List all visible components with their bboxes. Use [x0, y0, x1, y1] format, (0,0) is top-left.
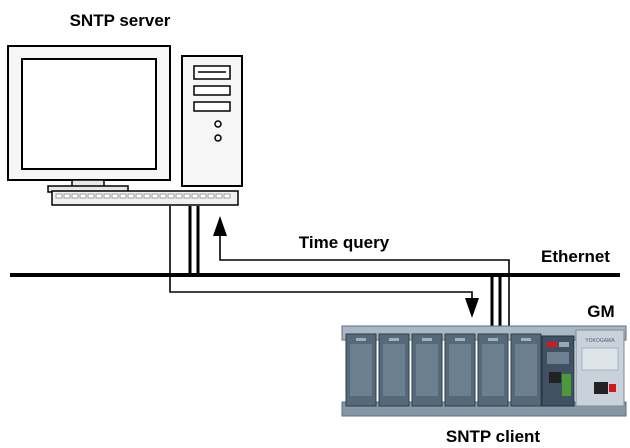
cpu-module	[541, 335, 575, 407]
keyboard-icon	[51, 190, 239, 206]
keyboard-key	[223, 193, 231, 199]
io-modules	[345, 333, 542, 407]
keyboard-key	[143, 193, 151, 199]
time-response-arrow	[169, 206, 479, 318]
keyboard-key	[167, 193, 175, 199]
keyboard-key	[159, 193, 167, 199]
io-module	[477, 333, 509, 407]
keyboard-key	[207, 193, 215, 199]
keyboard-key	[95, 193, 103, 199]
io-module	[444, 333, 476, 407]
keyboard-key	[119, 193, 127, 199]
device-label: GM	[587, 302, 614, 321]
keyboard-key	[175, 193, 183, 199]
server-uplink	[188, 206, 200, 276]
sntp-server-computer	[7, 45, 243, 206]
io-module	[510, 333, 542, 407]
keyboard-key	[127, 193, 135, 199]
keyboard-key	[71, 193, 79, 199]
keyboard-key	[151, 193, 159, 199]
power-module: YOKOGAWA	[575, 329, 625, 407]
query-label: Time query	[299, 233, 390, 252]
keyboard-key	[79, 193, 87, 199]
device-brand-text: YOKOGAWA	[585, 338, 615, 344]
keyboard-key	[191, 193, 199, 199]
server-label: SNTP server	[70, 11, 171, 30]
io-module	[411, 333, 443, 407]
network-label: Ethernet	[541, 247, 610, 266]
io-module	[345, 333, 377, 407]
keyboard-key	[215, 193, 223, 199]
time-query-arrow	[213, 216, 510, 326]
keyboard-key	[63, 193, 71, 199]
client-label: SNTP client	[446, 427, 540, 446]
tower-icon	[181, 55, 243, 187]
monitor-icon	[7, 45, 171, 193]
keyboard-key	[111, 193, 119, 199]
io-module	[378, 333, 410, 407]
keyboard-key	[55, 193, 63, 199]
keyboard-key	[103, 193, 111, 199]
keyboard-key	[183, 193, 191, 199]
keyboard-key	[199, 193, 207, 199]
gm-device: YOKOGAWA	[341, 325, 627, 417]
client-uplink	[490, 276, 502, 326]
keyboard-key	[87, 193, 95, 199]
keyboard-key	[135, 193, 143, 199]
